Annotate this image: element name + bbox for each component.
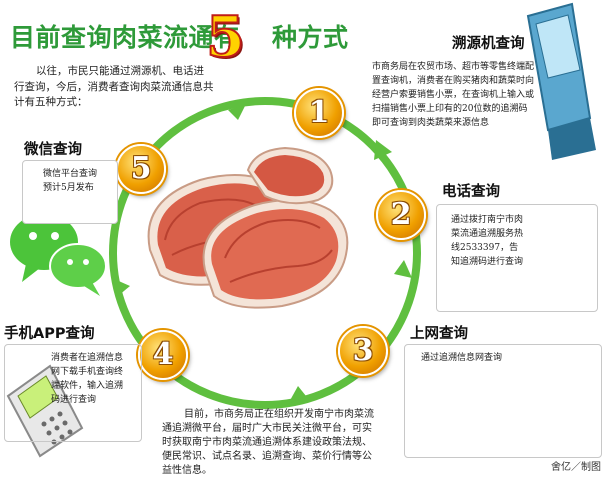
- method-5-desc: 微信平台查询预计5月发布: [43, 169, 98, 193]
- badge-4: 4: [138, 330, 188, 380]
- arrow-2-to-3: [394, 260, 412, 278]
- handheld-terminal-illustration: [6, 364, 84, 458]
- method-4-title: 手机APP查询: [4, 326, 95, 342]
- method-2-desc: 通过拨打南宁市肉菜流通追溯服务热线2533397，告知追溯码进行查询: [451, 215, 524, 267]
- method-3-desc: 通过追溯信息网查询: [421, 353, 503, 363]
- method-3-box: 通过追溯信息网查询: [404, 344, 602, 458]
- badge-2: 2: [376, 190, 426, 240]
- method-2-box: 通过拨打南宁市肉菜流通追溯服务热线2533397，告知追溯码进行查询: [436, 204, 598, 312]
- method-3-title: 上网查询: [410, 326, 468, 342]
- method-2-title: 电话查询: [442, 184, 500, 200]
- method-4-desc: 消费者在追溯信息网下载手机查询终端软件，输入追溯码进行查询: [51, 353, 124, 405]
- bottom-text: 目前，市商务局正在组织开发南宁市肉菜流通追溯微平台，届时广大市民关注微平台，可实…: [162, 409, 374, 476]
- intro-text: 以往，市民只能通过溯源机、电话进行查询，今后，消费者查询肉菜流通信息共计有五种方…: [14, 65, 214, 108]
- badge-5: 5: [116, 144, 166, 194]
- title-part-2: 种方式: [272, 23, 349, 52]
- method-5-title: 微信查询: [24, 142, 82, 158]
- kiosk-machine-illustration: [526, 2, 596, 160]
- badge-3: 3: [338, 326, 388, 376]
- title-part-1: 目前查询肉菜流通有: [10, 23, 240, 52]
- title-number: 5: [205, 3, 246, 71]
- method-4-box: 消费者在追溯信息网下载手机查询终端软件，输入追溯码进行查询: [4, 344, 142, 442]
- wechat-logo-illustration: [10, 214, 107, 296]
- arrow-5-to-1: [228, 104, 246, 120]
- arrow-4-to-5: [112, 278, 130, 296]
- image-credit: 舍亿／制图: [551, 462, 601, 473]
- meat-illustration: [147, 146, 349, 309]
- page-title: 目前查询肉菜流通有 5 种方式: [10, 3, 348, 71]
- arrow-3-to-4: [288, 386, 306, 404]
- arrow-1-to-2: [374, 140, 392, 160]
- method-1-title: 溯源机查询: [452, 36, 525, 52]
- cycle-ring: [109, 97, 421, 409]
- badge-1: 1: [294, 88, 344, 138]
- method-1-desc: 市商务局在农贸市场、超市等零售终端配置查询机，消费者在购买猪肉和蔬菜时向经营户索…: [372, 62, 535, 128]
- method-5-box: 微信平台查询预计5月发布: [22, 160, 118, 224]
